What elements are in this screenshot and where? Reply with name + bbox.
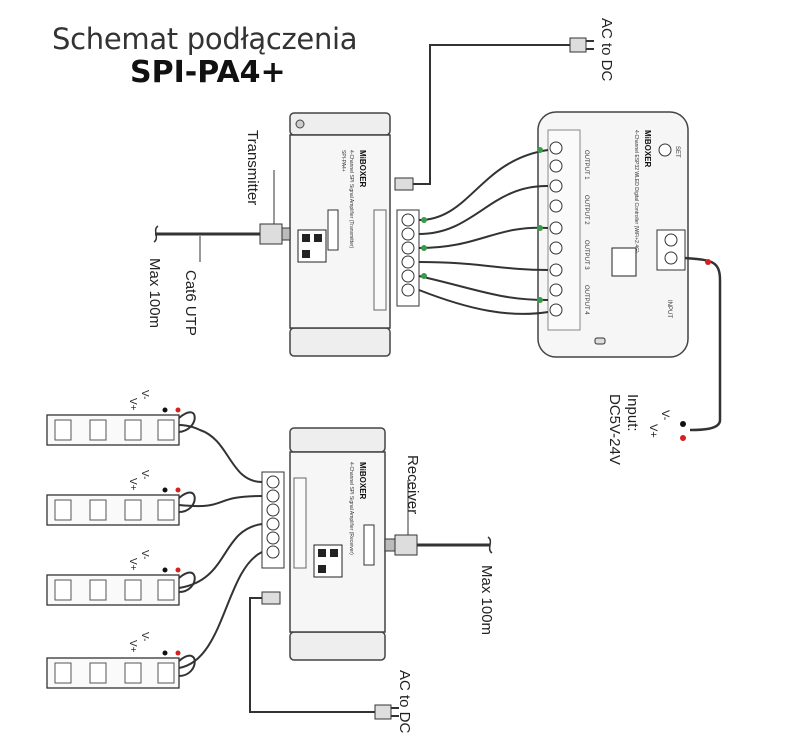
- cable-break-symbol: [153, 225, 159, 243]
- controller-qr-code: [611, 247, 637, 277]
- controller-input-label: INPUT: [666, 300, 672, 318]
- led-strips: [46, 414, 180, 689]
- strip2-v-minus: V-: [139, 470, 150, 479]
- max-distance-label-top: Max 100m: [146, 258, 163, 328]
- transmitter-top-flange: [289, 112, 391, 136]
- receiver-rj45-plug: [394, 534, 418, 556]
- receiver-dc-jack: [261, 591, 281, 605]
- transmitter-power-cable: [413, 44, 570, 185]
- set-button[interactable]: [658, 143, 672, 157]
- wires: [155, 44, 722, 713]
- receiver-terminals: [266, 475, 280, 559]
- strip3-v-plus: V+: [127, 558, 138, 571]
- transmitter-label: Transmitter: [244, 130, 261, 205]
- set-label: SET: [674, 146, 680, 158]
- controller-device: MiBOXER 4-Channel ESP32 WLED Digital Con…: [537, 111, 689, 358]
- transmitter-badge: [327, 209, 339, 251]
- transmitter-dc-jack: [394, 177, 414, 191]
- input-label-line1: Input:: [624, 394, 641, 432]
- transmitter-bottom-flange: [289, 327, 391, 357]
- receiver-brand: MiBOXER: [358, 462, 367, 500]
- input-power-dots: [680, 421, 686, 441]
- transmitter-model-code: SPI-PA4+: [340, 150, 346, 172]
- data-wire-1: [418, 149, 549, 221]
- controller-v-minus: V-: [659, 410, 671, 421]
- strip4-v-plus: V+: [127, 640, 138, 653]
- strip1-v-plus: V+: [127, 398, 138, 411]
- controller-v-plus: V+: [647, 424, 659, 438]
- cable-break-symbol: [487, 536, 493, 554]
- ac-plug-top: [569, 37, 594, 53]
- controller-brand: MiBOXER: [643, 130, 652, 168]
- ac-to-dc-label-bottom: AC to DC: [396, 670, 413, 734]
- terminal-accents: [421, 147, 711, 303]
- led-strip: [46, 574, 180, 606]
- max-distance-label-bottom: Max 100m: [478, 565, 495, 635]
- receiver-model: 4-Channel SPI Signal Amplifier (Receiver…: [348, 462, 354, 555]
- transmitter-model: 4-Channel SPI Signal Amplifier (Transmit…: [348, 150, 354, 249]
- usb-c-port: [594, 337, 606, 345]
- diagram-title: Schemat podłączenia: [52, 22, 358, 56]
- receiver-label: Receiver: [404, 455, 421, 514]
- transmitter-device: MiBOXER 4-Channel SPI Signal Amplifier (…: [259, 112, 420, 357]
- transmitter-port-labels: [373, 209, 387, 311]
- strip-power-dots: [162, 407, 181, 656]
- strip1-v-minus: V-: [139, 390, 150, 399]
- receiver-bottom-flange: [289, 631, 386, 661]
- led-strip: [46, 657, 180, 689]
- diagram-subtitle: SPI-PA4+: [130, 55, 286, 90]
- led-strip: [46, 414, 180, 446]
- screw-hole: [295, 119, 305, 129]
- input-label-line2: DC5V-24V: [606, 394, 623, 465]
- transmitter-brand: MiBOXER: [358, 150, 367, 188]
- receiver-top-flange: [289, 427, 386, 453]
- ac-plug-bottom: [374, 704, 399, 720]
- receiver-power-cable: [249, 597, 375, 713]
- controller-model: 4-Channel ESP32 WLED Digital Controller …: [633, 130, 639, 253]
- strip4-v-minus: V-: [139, 632, 150, 641]
- controller-output-3: OUTPUT 3: [583, 240, 589, 270]
- controller-output-4: OUTPUT 4: [583, 285, 589, 315]
- controller-output-2: OUTPUT 2: [583, 195, 589, 225]
- transmitter-rj45-plug: [259, 223, 283, 245]
- controller-output-terminals: [549, 141, 563, 317]
- controller-output-1: OUTPUT 1: [583, 150, 589, 180]
- receiver-device: MiBOXER 4-Channel SPI Signal Amplifier (…: [261, 427, 418, 661]
- strip-data-wire-1: [178, 424, 263, 483]
- cat6-label: Cat6 UTP: [182, 270, 199, 336]
- transmitter-terminals: [401, 213, 415, 297]
- strip2-v-plus: V+: [127, 478, 138, 491]
- receiver-port-labels: [293, 477, 307, 569]
- strip3-v-minus: V-: [139, 550, 150, 559]
- controller-power-cable: [684, 256, 722, 432]
- ac-to-dc-label-top: AC to DC: [598, 18, 615, 82]
- led-strip: [46, 494, 180, 526]
- receiver-badge: [363, 524, 375, 566]
